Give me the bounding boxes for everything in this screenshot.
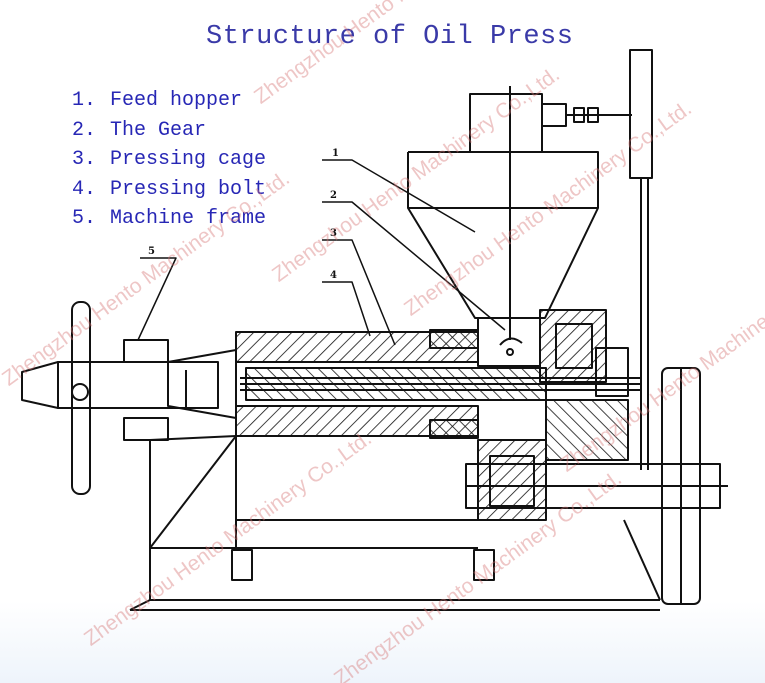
legend-label: Feed hopper <box>110 89 243 112</box>
pressing-bolt <box>240 367 640 401</box>
legend-label: Pressing cage <box>110 148 267 171</box>
legend-label: The Gear <box>110 118 207 142</box>
legend-item-pressing-cage: 3. Pressing cage <box>72 145 266 175</box>
legend-item-pressing-bolt: 4. Pressing bolt <box>72 175 266 205</box>
callout-leaders <box>137 159 506 346</box>
legend-number: 3. <box>72 148 97 171</box>
callout-5: 5 <box>148 246 155 257</box>
legend-item-gear: 2. The Gear <box>72 116 266 146</box>
motor-box <box>469 86 632 153</box>
legend-number: 1. <box>72 89 97 112</box>
legend-label: Machine frame <box>110 207 267 230</box>
callout-2: 2 <box>330 190 337 201</box>
callout-3: 3 <box>330 228 337 239</box>
outlet-and-handwheel <box>21 301 237 495</box>
legend-item-feed-hopper: 1. Feed hopper <box>72 86 266 116</box>
parts-legend: 1. Feed hopper 2. The Gear 3. Pressing cage… <box>72 86 266 234</box>
gear-housing <box>477 309 629 521</box>
callout-1: 1 <box>332 148 339 159</box>
drive-pulley <box>465 367 728 605</box>
diagram-title: Structure of Oil Press <box>206 22 574 52</box>
callout-4: 4 <box>330 270 337 281</box>
legend-number: 5. <box>72 207 97 230</box>
legend-label: Pressing bolt <box>110 177 267 201</box>
legend-item-machine-frame: 5. Machine frame <box>72 204 266 234</box>
legend-number: 2. <box>72 118 97 142</box>
pressing-cage <box>235 329 479 439</box>
machine-frame <box>129 435 661 611</box>
legend-number: 4. <box>72 177 97 201</box>
vertical-belt-drive <box>629 49 653 470</box>
